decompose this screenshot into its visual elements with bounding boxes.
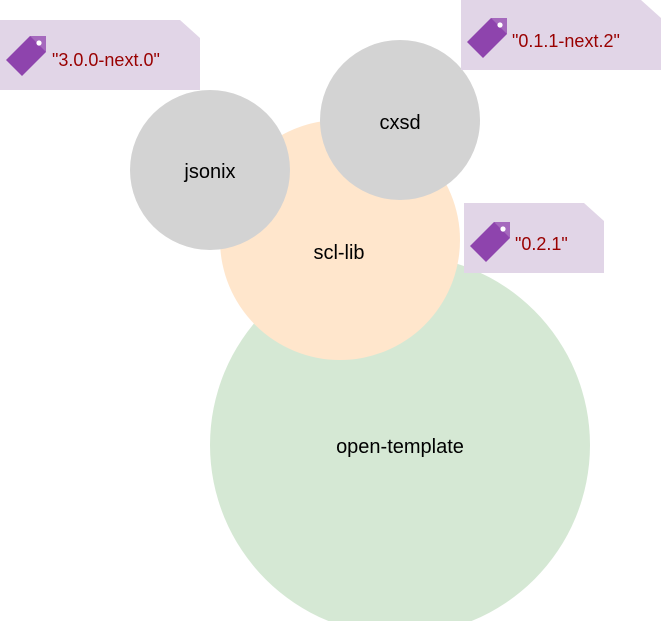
tag-label: "0.2.1" (515, 234, 568, 254)
tag-label: "0.1.1-next.2" (512, 31, 620, 51)
jsonix-label: jsonix (183, 161, 235, 183)
version-tag-scl-lib[interactable]: "0.2.1" (464, 203, 604, 273)
tag-icon (470, 222, 510, 262)
version-tag-jsonix[interactable]: "3.0.0-next.0" (0, 20, 200, 90)
tag-icon (6, 36, 46, 76)
scl-lib-label: scl-lib (313, 242, 364, 264)
version-tag-cxsd[interactable]: "0.1.1-next.2" (461, 0, 661, 70)
tag-card (461, 0, 661, 70)
open-template-label: open-template (336, 436, 464, 458)
tag-label: "3.0.0-next.0" (52, 50, 160, 70)
cxsd-label: cxsd (379, 112, 420, 134)
tag-card (0, 20, 200, 90)
tag-icon (467, 18, 507, 58)
node-jsonix[interactable]: jsonix (130, 90, 290, 250)
tag-card (464, 203, 604, 273)
jsonix-circle (130, 90, 290, 250)
cxsd-circle (320, 40, 480, 200)
node-cxsd[interactable]: cxsd (320, 40, 480, 200)
